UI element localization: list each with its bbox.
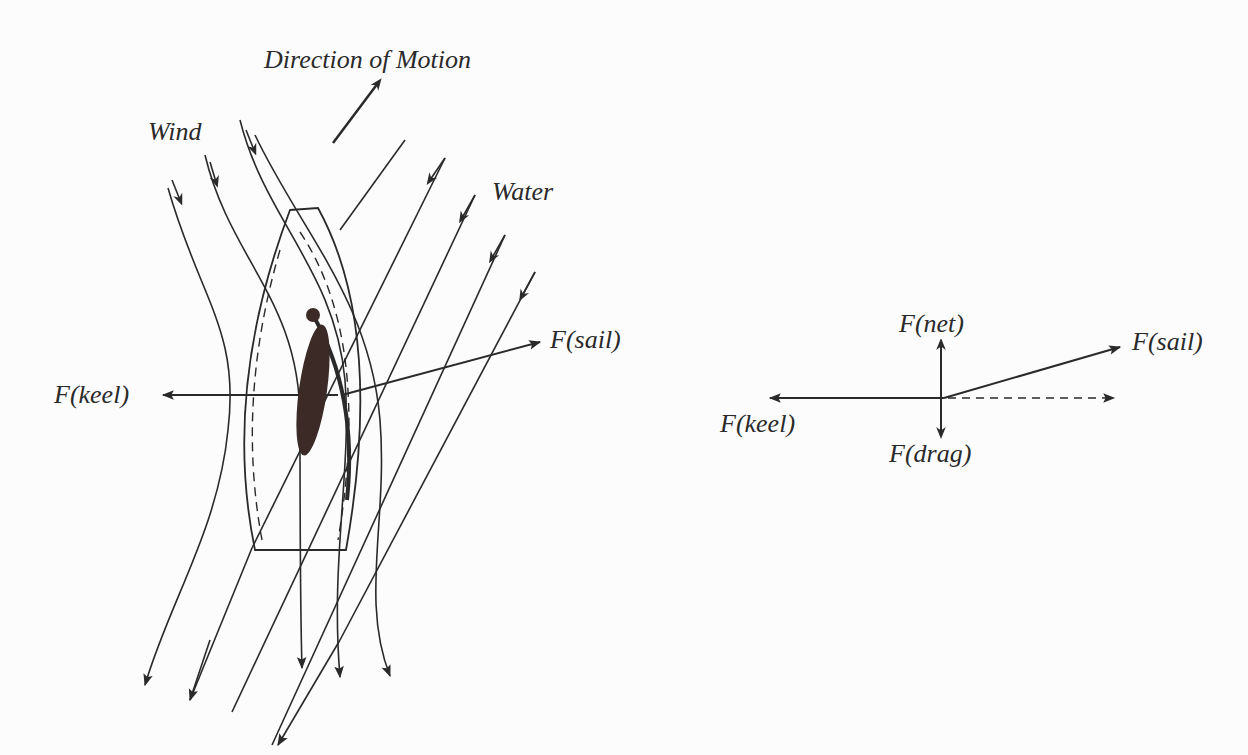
- wind-flow-lines: [145, 120, 390, 685]
- force-label: F(sail): [1130, 328, 1205, 357]
- force-label: F(net): [897, 310, 966, 339]
- mast: [306, 308, 320, 322]
- water-flow-lines: [190, 140, 535, 745]
- wind-label: Wind: [146, 118, 203, 147]
- force-label: F(drag): [887, 440, 973, 469]
- sail-force-arrow: [342, 342, 540, 395]
- water-label: Water: [490, 178, 555, 207]
- force-label: F(sail): [548, 326, 623, 355]
- motion-label: Direction of Motion: [262, 46, 473, 75]
- boat-hull: [244, 208, 360, 550]
- hull-dashed-outline: [252, 232, 349, 540]
- force-vector-diagram: [770, 344, 1120, 433]
- motion-arrow: [333, 83, 378, 143]
- force-label: F(keel): [718, 410, 797, 439]
- force-label: F(keel): [52, 381, 131, 410]
- keel: [290, 323, 336, 458]
